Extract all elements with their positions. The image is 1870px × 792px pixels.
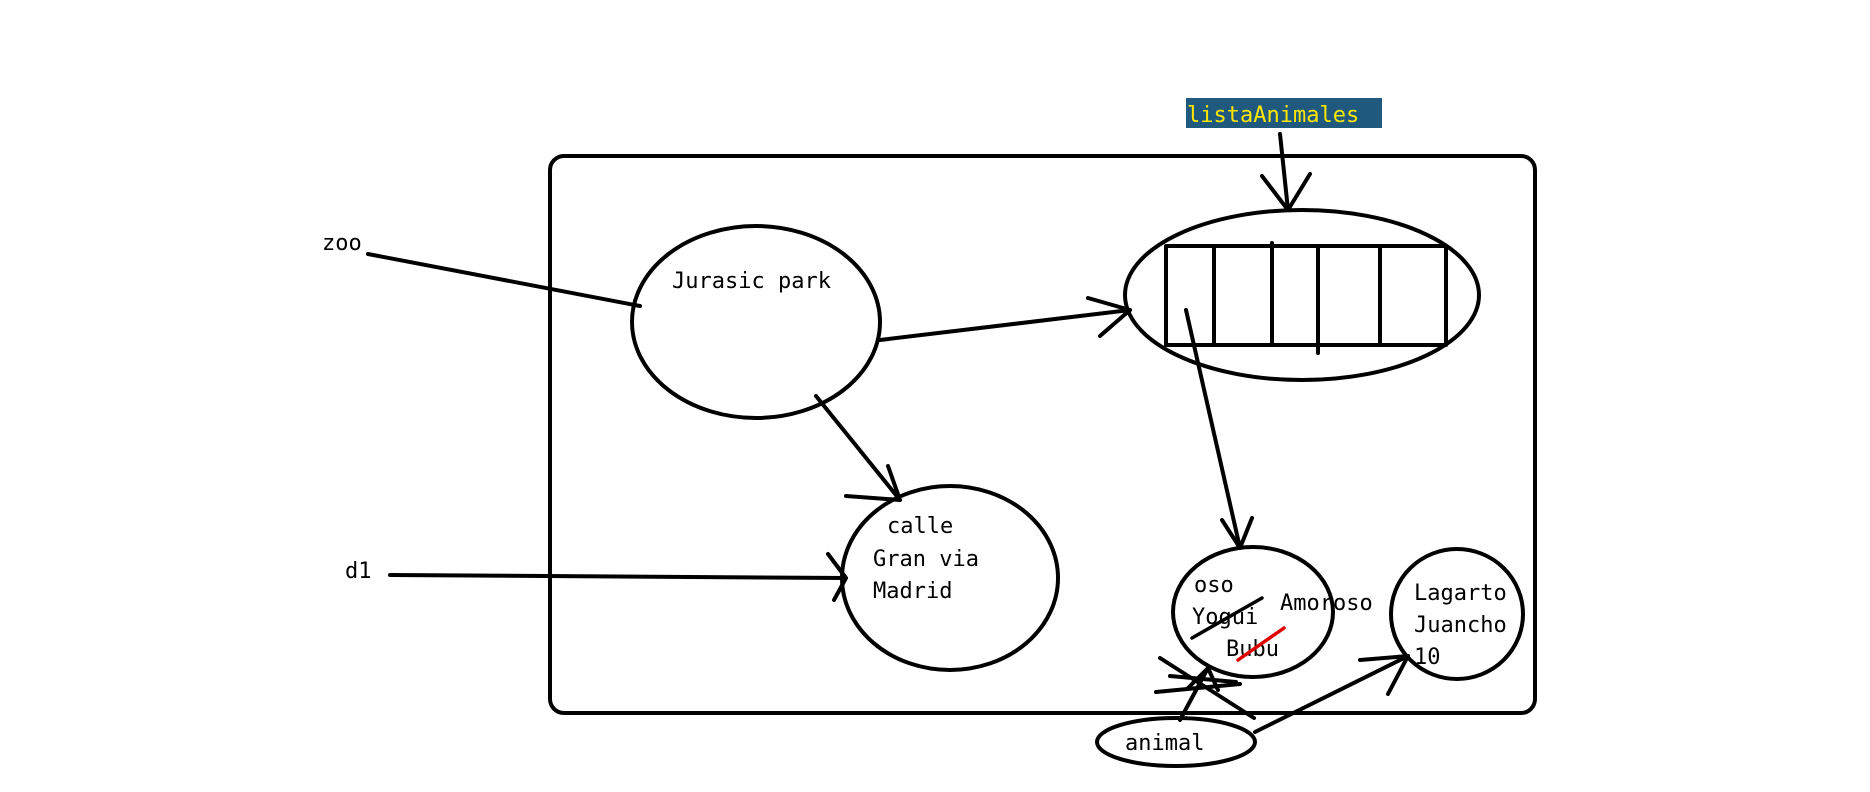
d1-label: d1	[345, 559, 372, 584]
zoo-object-ellipse	[630, 224, 882, 420]
lista-arrow	[878, 296, 1132, 342]
lagarto-ellipse	[1389, 547, 1525, 681]
heap-box	[548, 154, 1537, 715]
zoo-arrow	[366, 252, 642, 308]
direccion-line3: Madrid	[873, 579, 952, 604]
oso-ellipse	[1171, 545, 1335, 679]
array-cells	[1164, 244, 1448, 347]
array-dividers	[1212, 241, 1382, 355]
lista-label-highlight	[1186, 98, 1382, 128]
lagarto-type: Lagarto	[1414, 581, 1507, 606]
zoo-name: Jurasic park	[672, 269, 831, 294]
lagarto-value: 10	[1414, 645, 1441, 670]
direccion-line2: Gran via	[873, 547, 979, 572]
direccion-line1: calle	[887, 514, 953, 539]
lista-label-arrow	[1260, 132, 1312, 212]
lista-label: listaAnimales	[1187, 103, 1359, 128]
oso-new-name-strike	[1236, 626, 1286, 662]
animal-label: animal	[1125, 731, 1204, 756]
oso-old-name-strike	[1190, 596, 1264, 640]
d1-arrow	[388, 552, 848, 602]
oso-extra: Amoroso	[1280, 591, 1373, 616]
animal-scribble	[1154, 656, 1256, 720]
lagarto-name: Juancho	[1414, 613, 1507, 638]
animal-to-lagarto-arrow	[1253, 654, 1410, 734]
zoo-label: zoo	[322, 231, 362, 256]
direccion-arrow	[814, 394, 902, 502]
array-ellipse	[1123, 208, 1481, 382]
animal-ellipse	[1095, 716, 1257, 768]
oso-type: oso	[1194, 573, 1234, 598]
